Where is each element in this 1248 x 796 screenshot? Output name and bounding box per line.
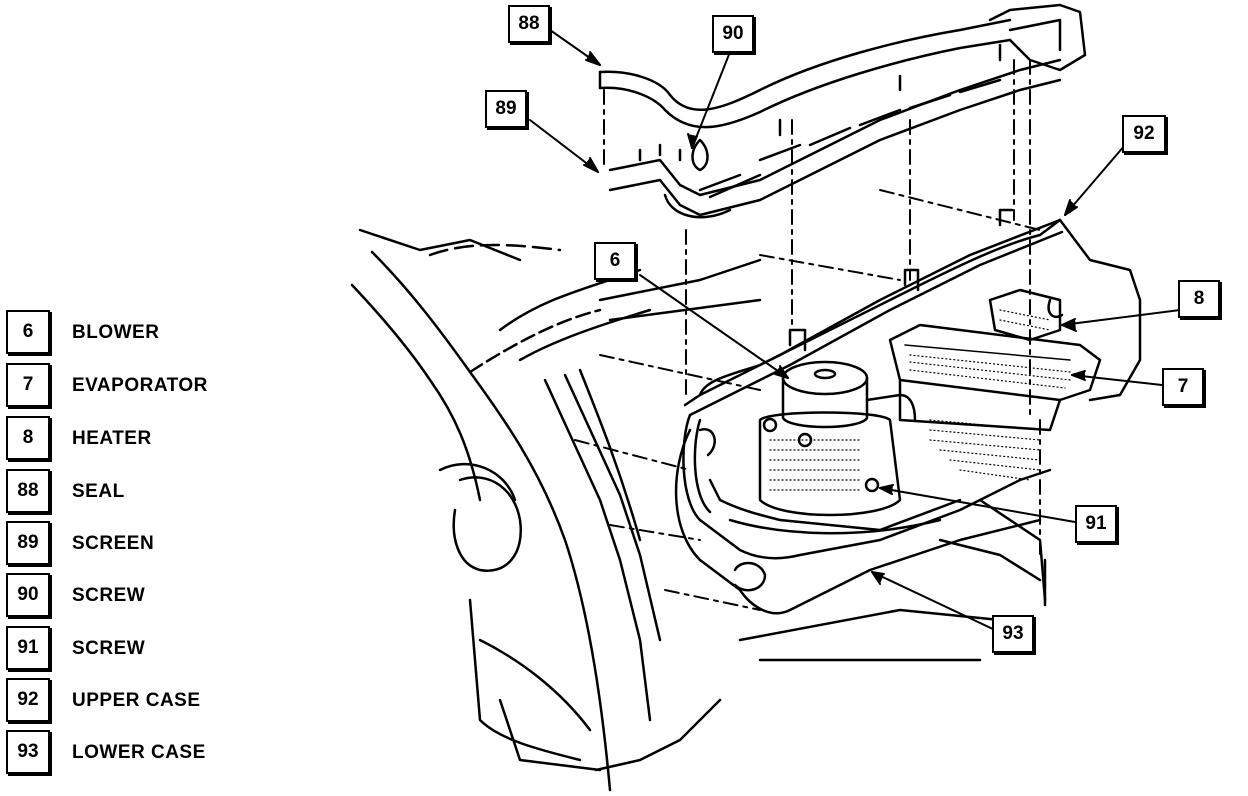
legend-label: SCREEN: [72, 533, 155, 554]
legend-item: 7 EVAPORATOR: [6, 363, 266, 409]
legend-item: 89 SCREEN: [6, 521, 266, 567]
vehicle-body-outline: [350, 228, 1002, 792]
legend-label: BLOWER: [72, 322, 160, 343]
upper-case: [683, 208, 1142, 417]
legend-label: SEAL: [72, 481, 125, 502]
legend-number: 90: [6, 573, 50, 617]
callout-92: 92: [1122, 115, 1166, 153]
heater-evaporator-cores: [888, 288, 1102, 432]
seal-screen-assembly: [598, 3, 1087, 219]
legend-label: SCREW: [72, 585, 146, 606]
callout-8: 8: [1178, 280, 1220, 318]
legend-number: 8: [6, 416, 50, 460]
legend-label: UPPER CASE: [72, 690, 201, 711]
callout-90: 90: [712, 15, 754, 53]
legend-item: 91 SCREW: [6, 626, 266, 672]
legend-number: 92: [6, 678, 50, 722]
legend-item: 88 SEAL: [6, 469, 266, 515]
legend-item: 8 HEATER: [6, 416, 266, 462]
callout-91: 91: [1075, 505, 1117, 543]
stipple-shading: [769, 309, 1071, 491]
callout-6: 6: [594, 242, 636, 280]
callout-7: 7: [1162, 368, 1204, 406]
legend-number: 6: [6, 310, 50, 354]
blower-motor: [758, 360, 917, 517]
legend-item: 93 LOWER CASE: [6, 730, 266, 776]
legend-item: 92 UPPER CASE: [6, 678, 266, 724]
callout-88: 88: [508, 5, 550, 43]
legend-item: 90 SCREW: [6, 573, 266, 619]
legend-number: 7: [6, 363, 50, 407]
legend-label: SCREW: [72, 638, 146, 659]
legend-number: 89: [6, 521, 50, 565]
assembly-guide-lines: [574, 59, 1041, 611]
legend-label: EVAPORATOR: [72, 375, 208, 396]
legend-label: HEATER: [72, 428, 152, 449]
legend-number: 88: [6, 469, 50, 513]
legend-number: 91: [6, 626, 50, 670]
lower-case: [674, 413, 1052, 615]
leader-lines: [529, 29, 1181, 631]
legend-label: LOWER CASE: [72, 742, 206, 763]
callout-93: 93: [992, 615, 1034, 653]
callout-89: 89: [485, 90, 527, 128]
legend-number: 93: [6, 730, 50, 774]
legend-item: 6 BLOWER: [6, 310, 266, 356]
